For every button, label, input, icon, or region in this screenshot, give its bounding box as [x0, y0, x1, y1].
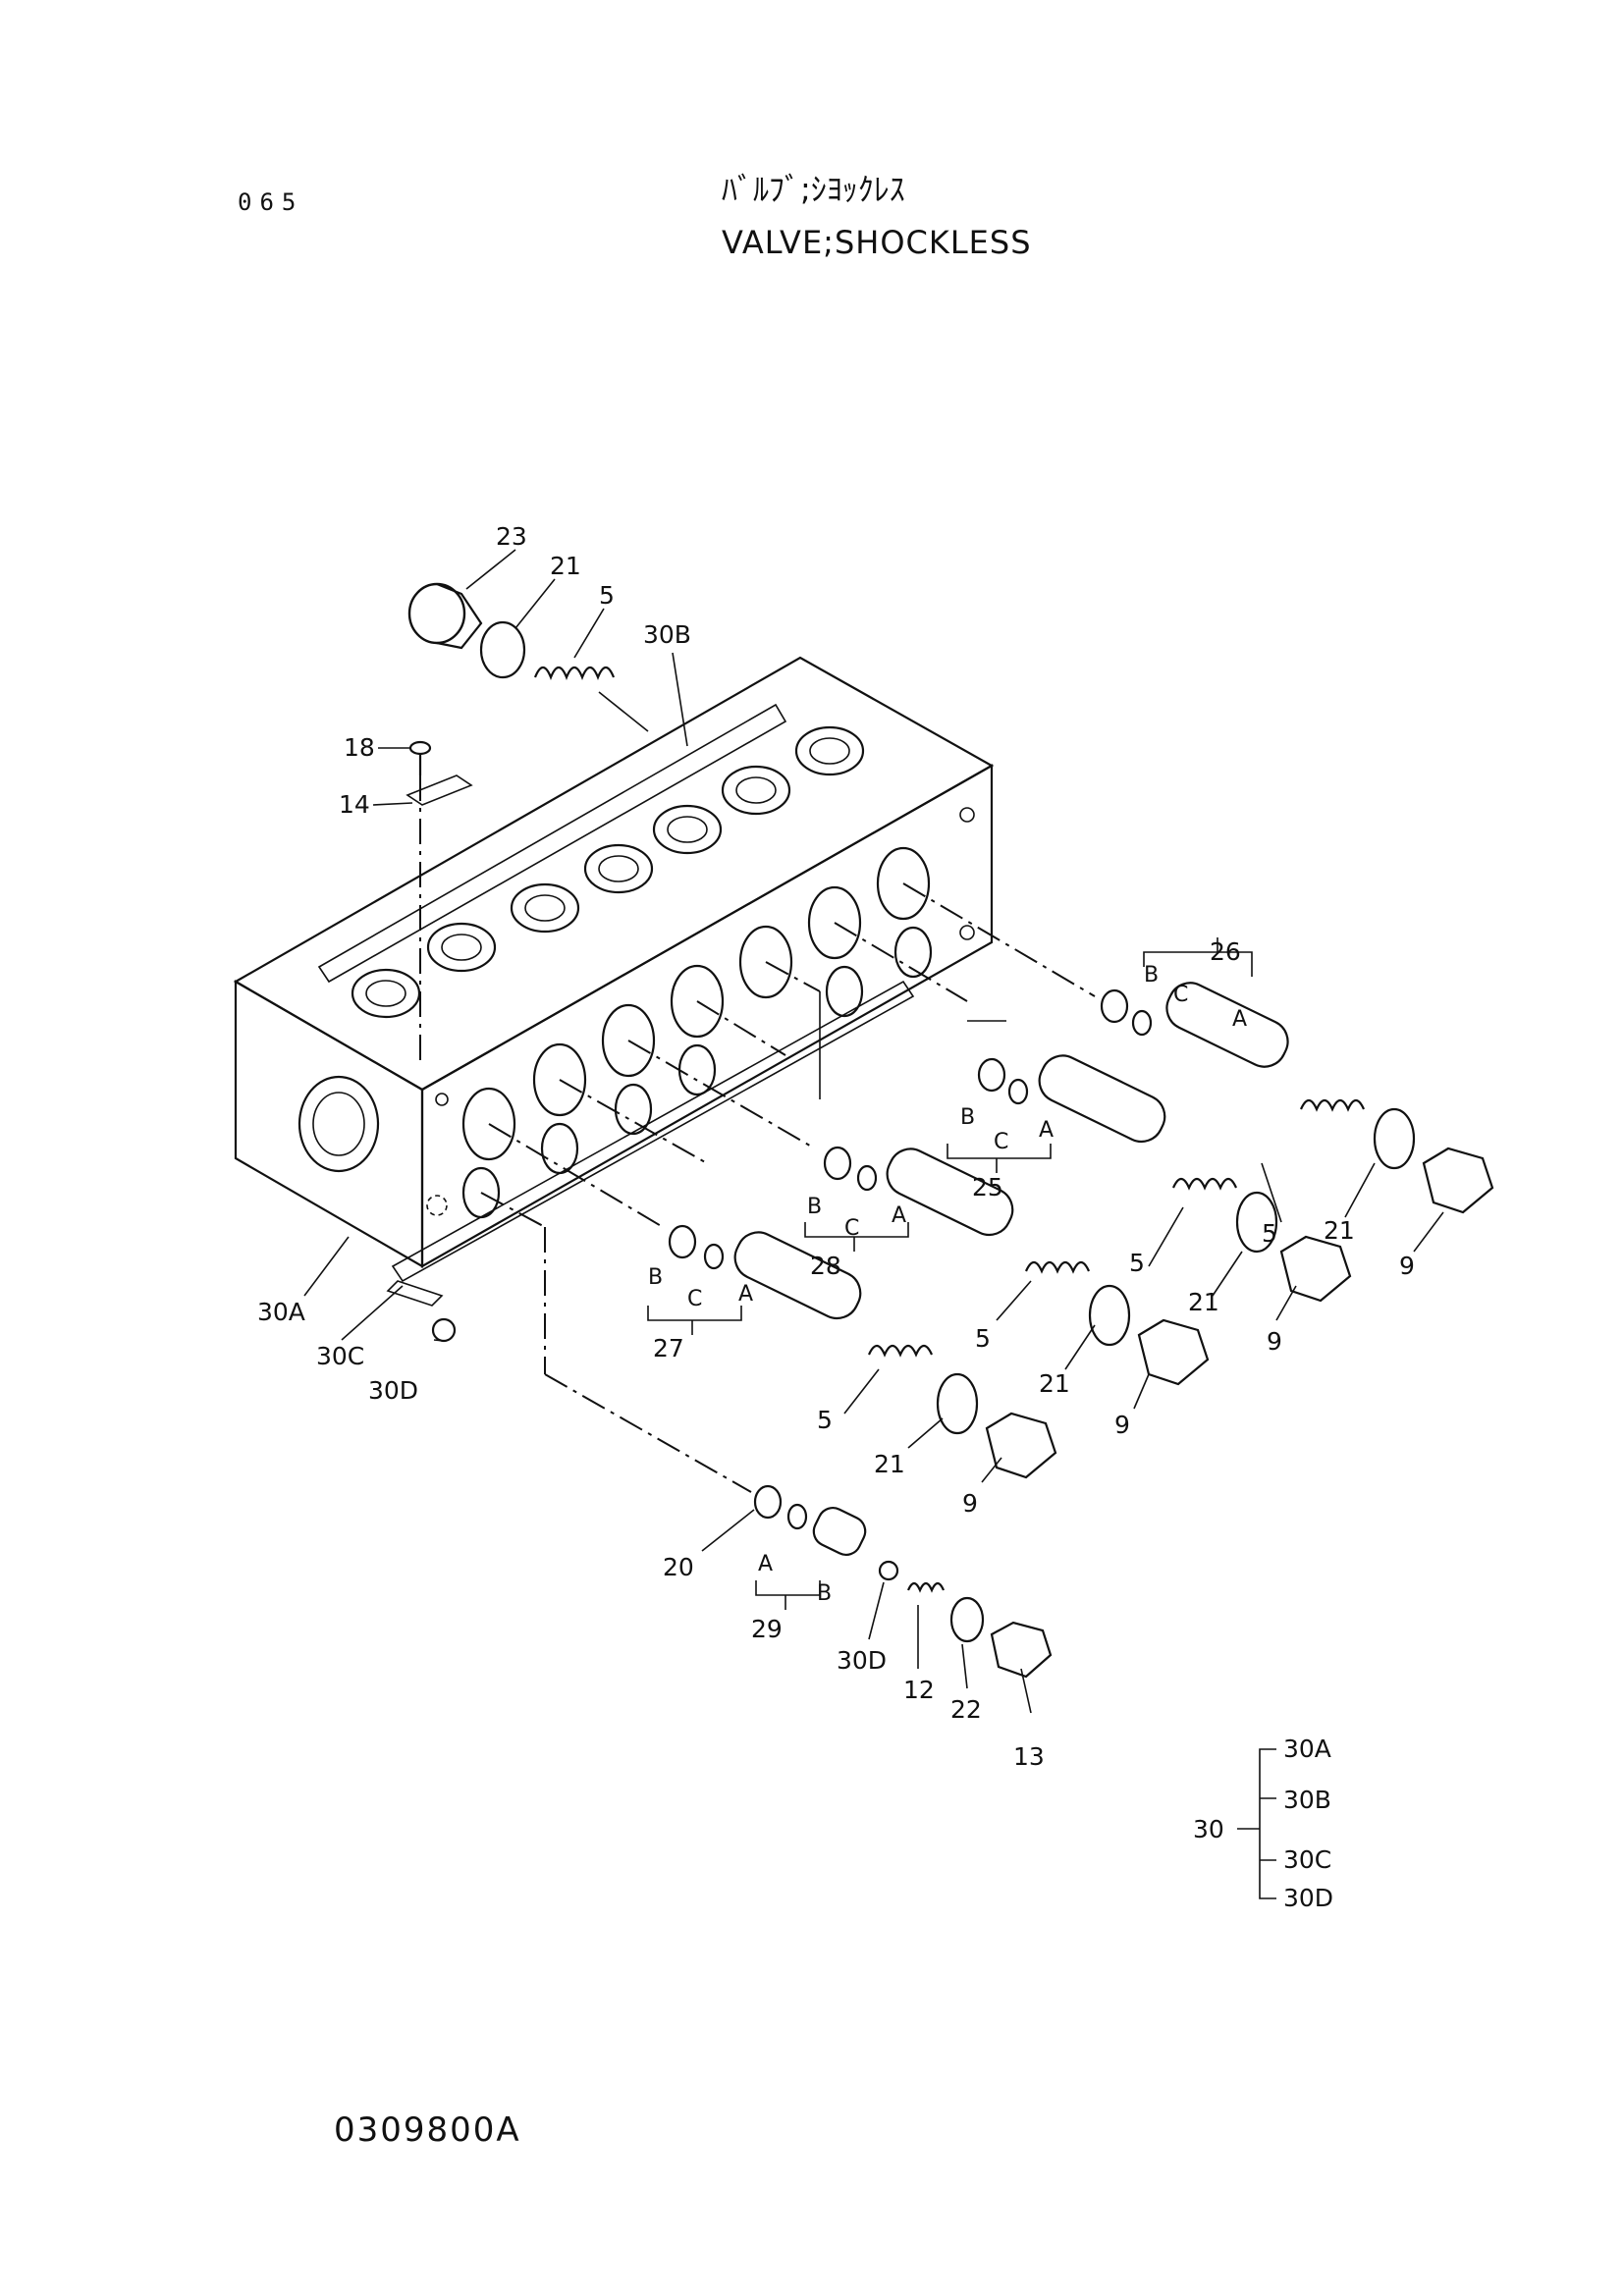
tree-parent-30: 30	[1193, 1815, 1224, 1843]
callout-5-r3: 5	[975, 1324, 991, 1353]
spring-5-top	[533, 666, 616, 680]
callout-9-r1: 9	[1399, 1252, 1415, 1280]
letter-c-27: C	[687, 1287, 702, 1311]
callout-5-r2: 5	[1129, 1249, 1145, 1277]
plate-14	[406, 774, 473, 806]
callout-9-r4: 9	[962, 1489, 978, 1518]
letter-a-27: A	[738, 1282, 753, 1307]
plug-23	[407, 582, 483, 650]
callout-30b: 30B	[643, 620, 691, 649]
callout-30a: 30A	[257, 1298, 305, 1326]
side-ports	[461, 846, 933, 1219]
axis-lines	[480, 882, 1096, 1493]
callout-5-top: 5	[599, 581, 615, 610]
spool-assembly-27	[668, 1224, 1057, 1479]
drawing-number: 0309800A	[334, 2110, 521, 2150]
leader-lines	[303, 549, 1444, 1714]
callout-21-r1: 21	[1324, 1216, 1355, 1245]
callout-12: 12	[903, 1676, 935, 1704]
assembly-tree	[1237, 1748, 1276, 1899]
letter-c-25: C	[994, 1130, 1008, 1154]
letter-b-25: B	[960, 1105, 975, 1130]
letter-a-29: A	[758, 1552, 773, 1576]
letter-a-25: A	[1039, 1118, 1054, 1143]
letter-c-28: C	[844, 1216, 859, 1241]
callout-21-r4: 21	[874, 1450, 905, 1478]
callout-21-top: 21	[550, 552, 581, 580]
callout-13: 13	[1013, 1742, 1045, 1771]
callout-27: 27	[653, 1334, 684, 1362]
letter-a-28: A	[892, 1203, 906, 1228]
callout-14: 14	[339, 790, 370, 819]
ball-30d	[431, 1317, 457, 1343]
letter-b-27: B	[648, 1265, 663, 1290]
callout-22: 22	[950, 1695, 982, 1724]
callout-23: 23	[496, 522, 527, 551]
page-code: 065	[238, 188, 304, 216]
title-japanese: ﾊﾞﾙﾌﾞ;ｼﾖｯｸﾚｽ	[722, 171, 905, 208]
tree-child-30d: 30D	[1283, 1884, 1333, 1912]
callout-30d-b: 30D	[837, 1646, 887, 1675]
callout-20: 20	[663, 1553, 694, 1581]
callout-25: 25	[972, 1173, 1003, 1201]
tree-child-30a: 30A	[1283, 1735, 1331, 1763]
screw-18	[408, 740, 432, 775]
callout-30d: 30D	[368, 1376, 418, 1405]
callout-29: 29	[751, 1615, 783, 1643]
callout-28: 28	[810, 1252, 841, 1280]
letter-b-29: B	[817, 1581, 832, 1606]
subpart-brackets	[647, 937, 1253, 1610]
callout-30c: 30C	[316, 1342, 364, 1370]
o-ring-21-top	[479, 620, 526, 679]
callout-5-r4: 5	[817, 1406, 833, 1434]
letter-c-26: C	[1173, 983, 1188, 1007]
valve-body	[233, 656, 995, 1307]
check-assembly-29	[753, 1484, 1053, 1679]
tree-child-30b: 30B	[1283, 1786, 1331, 1814]
callouts: 23 21 5 30B 18 14 26 B C A B C A 25 B C …	[257, 522, 1415, 1912]
callout-9-r2: 9	[1267, 1327, 1282, 1356]
letter-a-26: A	[1232, 1007, 1247, 1032]
callout-21-r3: 21	[1039, 1369, 1070, 1398]
callout-21-r2: 21	[1188, 1288, 1219, 1316]
callout-9-r3: 9	[1114, 1411, 1130, 1439]
spool-assembly-25	[977, 1054, 1352, 1303]
title-english: VALVE;SHOCKLESS	[722, 224, 1032, 261]
tree-child-30c: 30C	[1283, 1845, 1331, 1874]
callout-5-r1: 5	[1262, 1219, 1277, 1248]
letter-b-26: B	[1144, 963, 1159, 988]
callout-18: 18	[344, 733, 375, 762]
callout-26: 26	[1210, 937, 1241, 966]
spool-assembly-26	[1100, 982, 1494, 1214]
letter-b-28: B	[807, 1195, 822, 1219]
